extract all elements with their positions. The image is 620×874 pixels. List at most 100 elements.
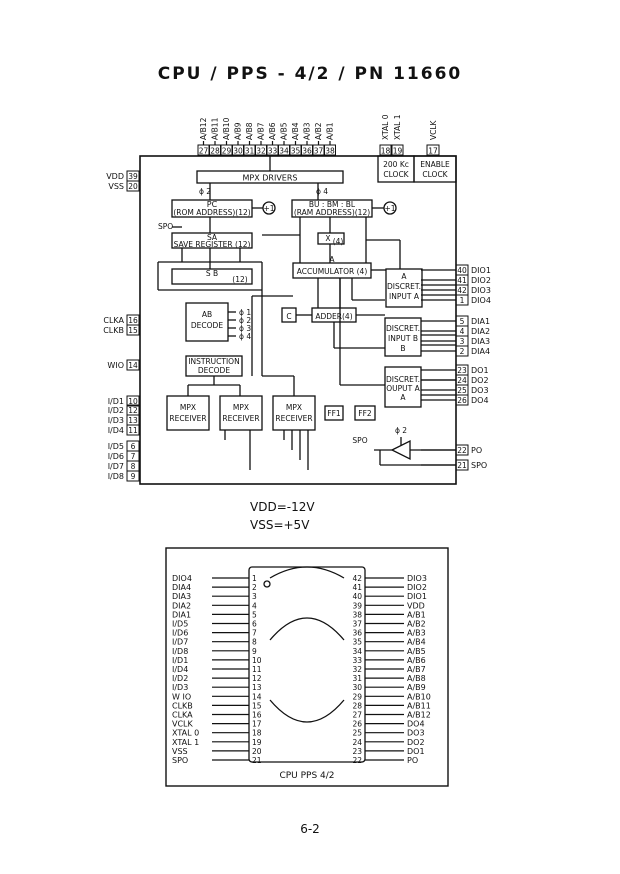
instruction-decode-label: DECODE [198, 366, 230, 375]
package-right-pin-label: A/B7 [407, 665, 426, 674]
xtal-pin-number: 19 [393, 147, 403, 156]
bu-bm-bl-label: BU : BM : BL [309, 200, 356, 209]
package-right-pin-number: 30 [352, 683, 362, 692]
left-pin-label: I/D4 [108, 426, 124, 435]
package-right-pin-number: 23 [352, 747, 362, 756]
left-pin-box [126, 324, 140, 336]
adder-label: ADDER(4) [315, 312, 352, 321]
vclk-pin-label: VCLK [429, 119, 438, 140]
xtal-pin-box [379, 144, 392, 156]
package-left-pin-number: 3 [252, 592, 257, 601]
discrete-input-a-label: INPUT A [389, 292, 420, 301]
package-left-pin-number: 21 [252, 756, 262, 765]
right-pin-number: 22 [457, 446, 467, 455]
left-pin-number: 11 [128, 426, 138, 435]
c-label: C [286, 312, 291, 321]
package-left-pin-number: 16 [252, 711, 262, 720]
package-left-pin-label: I/D8 [172, 647, 188, 656]
discrete-input-b-label: B [400, 344, 405, 353]
enable-clock-label: CLOCK [422, 170, 448, 179]
ram-address-label: (RAM ADDRESS)(12) [294, 208, 370, 217]
enable-clock-label: ENABLE [420, 160, 450, 169]
package-right-pin-number: 31 [352, 674, 362, 683]
left-pin-label: VDD [106, 172, 124, 181]
package-left-pin-label: I/D1 [172, 656, 188, 665]
package-left-pin-label: I/D4 [172, 665, 188, 674]
package-left-pin-number: 20 [252, 747, 262, 756]
vclk-pin-number: 17 [428, 147, 438, 156]
package-right-pin-label: PO [407, 756, 418, 765]
package-right-pin-number: 39 [352, 601, 362, 610]
discrete-output-a-label: DISCRET. [386, 375, 420, 384]
enable-clock-box [413, 155, 457, 183]
right-pin-number: 21 [457, 461, 467, 470]
right-pin-label: DIO3 [471, 286, 491, 295]
left-pin-box [126, 424, 140, 436]
package-right-pin-number: 33 [352, 656, 362, 665]
package-left-pin-number: 1 [252, 574, 257, 583]
left-pin-number: 7 [131, 452, 136, 461]
package-left-pin-number: 12 [252, 674, 262, 683]
right-pin-label: DIA3 [471, 337, 490, 346]
right-pin-number: 42 [457, 286, 467, 295]
package-left-pin-label: W IO [172, 692, 191, 701]
package-right-pin-number: 41 [352, 583, 362, 592]
discrete-input-a-label: A [401, 272, 407, 281]
xtal-pin-box [391, 144, 404, 156]
right-pin-number: 24 [457, 376, 467, 385]
top-pin-label: A/B8 [245, 122, 254, 140]
discrete-input-b-box [384, 317, 422, 357]
package-left-pin-number: 17 [252, 720, 262, 729]
left-pin-label: I/D3 [108, 416, 124, 425]
package-right-pin-number: 25 [352, 729, 362, 738]
page-number: 6-2 [300, 822, 320, 836]
right-pin-label: DO2 [471, 376, 489, 385]
chip-body [139, 155, 457, 485]
save-register-box [171, 232, 253, 249]
discrete-input-b-label: DISCRET. [386, 324, 420, 333]
right-pin-number: 40 [457, 266, 467, 275]
top-pin-label: A/B2 [314, 122, 323, 140]
top-pin-number: 31 [245, 147, 255, 156]
xtal-pin-label: XTAL 0 [381, 114, 390, 140]
package-right-pin-label: DIO2 [407, 583, 427, 592]
package-left-pin-label: DIA4 [172, 583, 191, 592]
discrete-input-a-box [385, 268, 423, 308]
right-pin-label: DO3 [471, 386, 489, 395]
xtal-pin-number: 18 [381, 147, 391, 156]
left-pin-number: 14 [128, 361, 138, 370]
package-right-pin-label: A/B6 [407, 656, 426, 665]
right-pin-number: 41 [457, 276, 467, 285]
mpx-drivers-label: MPX DRIVERS [243, 174, 298, 183]
top-pin-label: A/B6 [268, 122, 277, 140]
package-left-pin-number: 8 [252, 638, 257, 647]
left-pin-box [126, 395, 140, 407]
left-pin-number: 8 [131, 462, 136, 471]
package-right-pin-label: DO3 [407, 729, 425, 738]
package-right-pin-number: 36 [352, 629, 362, 638]
package-right-pin-label: A/B4 [407, 638, 426, 647]
package-right-pin-label: A/B12 [407, 711, 431, 720]
top-pin-number: 33 [268, 147, 278, 156]
sb-label: S B [206, 269, 218, 278]
left-pin-label: I/D1 [108, 397, 124, 406]
package-left-pin-label: XTAL 0 [172, 729, 199, 738]
ff2-box [354, 405, 376, 421]
clock-200kc-label: 200 Kc [383, 160, 409, 169]
package-right-pin-label: A/B9 [407, 683, 426, 692]
package-right-pin-number: 22 [352, 756, 362, 765]
ab-label: AB [202, 310, 212, 319]
ff1-label: FF1 [327, 409, 341, 418]
mpx-receiver-2-box [219, 395, 263, 431]
spo-label: SPO [158, 222, 173, 231]
package-left-pin-label: CLKB [172, 701, 193, 710]
package-caption: CPU PPS 4/2 [279, 771, 334, 781]
package-right-pin-label: A/B2 [407, 620, 426, 629]
package-right-pin-number: 37 [352, 620, 362, 629]
left-pin-number: 39 [128, 172, 138, 181]
top-pin-number: 37 [314, 147, 324, 156]
right-pin-number: 2 [460, 347, 465, 356]
package-left-pin-label: CLKA [172, 711, 193, 720]
package-left-pin-label: XTAL 1 [172, 738, 199, 747]
package-left-pin-label: I/D2 [172, 674, 188, 683]
